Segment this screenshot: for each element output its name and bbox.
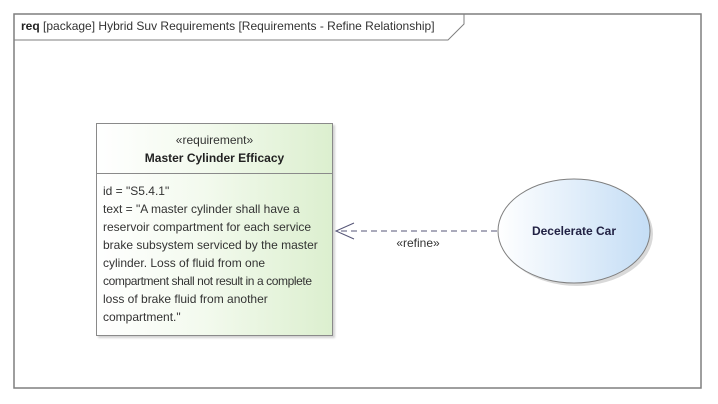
requirement-body-line: compartment." — [103, 310, 181, 324]
diagram-frame — [13, 13, 702, 389]
requirement-master-cylinder-efficacy[interactable]: «requirement» Master Cylinder Efficacy i… — [96, 123, 333, 336]
frame-name-tab — [14, 14, 465, 41]
requirement-body-line: text = "A master cylinder shall have a — [103, 202, 300, 216]
frame-keyword: req — [21, 19, 40, 33]
requirement-body-line: reservoir compartment for each service — [103, 220, 312, 234]
requirement-body-line: cylinder. Loss of fluid from one — [103, 256, 266, 270]
requirement-body-line: brake subsystem serviced by the master — [103, 238, 318, 252]
requirement-body: id = "S5.4.1" text = "A master cylinder … — [97, 174, 332, 326]
requirement-name: Master Cylinder Efficacy — [144, 151, 285, 165]
requirement-body-line: loss of brake fluid from another — [103, 292, 268, 306]
requirement-header: «requirement» Master Cylinder Efficacy — [97, 124, 332, 174]
frame-title: req [package] Hybrid Suv Requirements [R… — [21, 18, 435, 34]
refine-label: «refine» — [396, 236, 440, 250]
requirement-body-line: compartment shall not result in a comple… — [103, 274, 312, 288]
requirement-stereotype: «requirement» — [175, 133, 254, 147]
use-case-decelerate-car[interactable] — [497, 178, 651, 284]
frame-title-text: [package] Hybrid Suv Requirements [Requi… — [43, 19, 435, 33]
refine-arrowhead — [334, 222, 355, 240]
use-case-label: Decelerate Car — [531, 224, 617, 238]
requirement-body-line: id = "S5.4.1" — [103, 184, 170, 198]
